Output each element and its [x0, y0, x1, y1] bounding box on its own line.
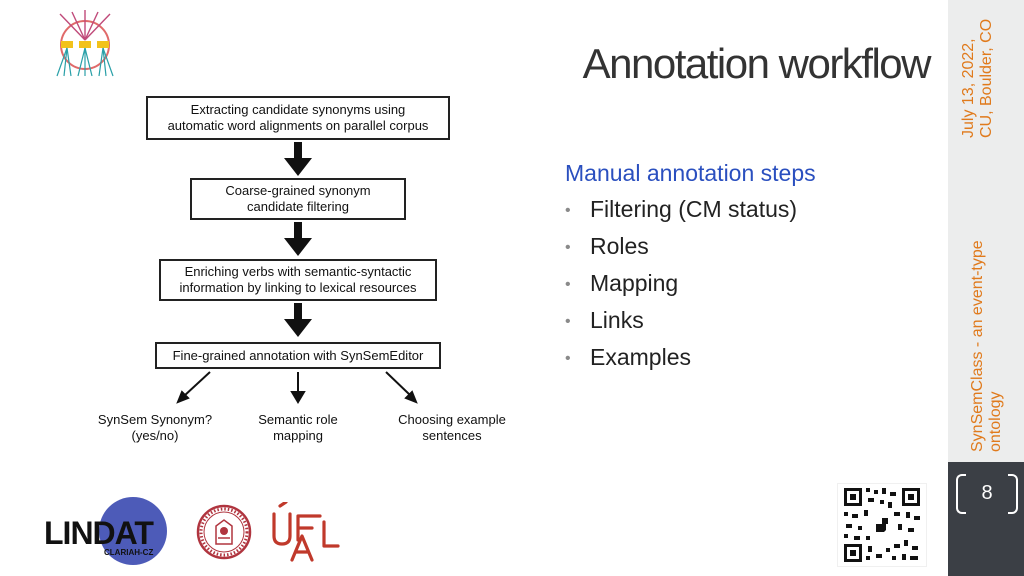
arrow-down-icon [284, 222, 312, 256]
page-number-box: 8 [956, 474, 1018, 514]
workflow-step-fine-grained: Fine-grained annotation with SynSemEdito… [155, 342, 441, 369]
list-item: •Mapping [565, 270, 816, 307]
bullet-icon: • [565, 350, 571, 367]
lindat-subtitle: CLARIAH-CZ [104, 548, 154, 557]
workflow-step-coarse-filtering: Coarse-grained synonym candidate filteri… [190, 178, 406, 220]
manual-steps-list: •Filtering (CM status) •Roles •Mapping •… [565, 196, 816, 381]
list-item: •Roles [565, 233, 816, 270]
lindat-circle [99, 497, 167, 565]
list-item: •Examples [565, 344, 816, 381]
list-item: •Filtering (CM status) [565, 196, 816, 233]
workflow-step-enriching: Enriching verbs with semantic-syntactic … [159, 259, 437, 301]
workflow-step-extracting: Extracting candidate synonyms using auto… [146, 96, 450, 140]
manual-steps-heading: Manual annotation steps [565, 160, 816, 186]
bullet-icon: • [565, 276, 571, 293]
university-logo-icon [56, 10, 114, 77]
presentation-subtitle: SynSemClass - an event-type ontology [969, 240, 1004, 452]
output-choosing-example-sentences: Choosing example sentences [398, 412, 506, 443]
qr-code-icon[interactable] [838, 484, 926, 566]
ufal-logo [272, 502, 340, 562]
arrow-down-icon [284, 303, 312, 337]
output-semantic-role-mapping: Semantic role mapping [258, 412, 338, 443]
bullet-icon: • [565, 202, 571, 219]
list-item: •Links [565, 307, 816, 344]
bullet-icon: • [565, 313, 571, 330]
lindat-wordmark: LINDAT [44, 515, 154, 551]
bracket-left-icon [956, 474, 966, 514]
charles-university-seal-icon [196, 504, 252, 560]
bullet-icon: • [565, 239, 571, 256]
bracket-right-icon [1008, 474, 1018, 514]
branch-arrows-icon [176, 371, 418, 404]
page-number: 8 [981, 482, 993, 504]
slide-canvas: Annotation workflow Extracting candidate… [44, 10, 932, 567]
page-title: Annotation workflow [582, 40, 932, 87]
presentation-date: July 13, 2022, CU, Boulder, CO [960, 18, 995, 138]
manual-steps: Manual annotation steps •Filtering (CM s… [565, 160, 816, 381]
arrow-down-icon [284, 142, 312, 176]
lindat-logo: LINDAT CLARIAH-CZ [44, 497, 169, 567]
output-synsem-synonym: SynSem Synonym? (yes/no) [97, 412, 213, 443]
sidebar-light-panel [948, 0, 1024, 462]
